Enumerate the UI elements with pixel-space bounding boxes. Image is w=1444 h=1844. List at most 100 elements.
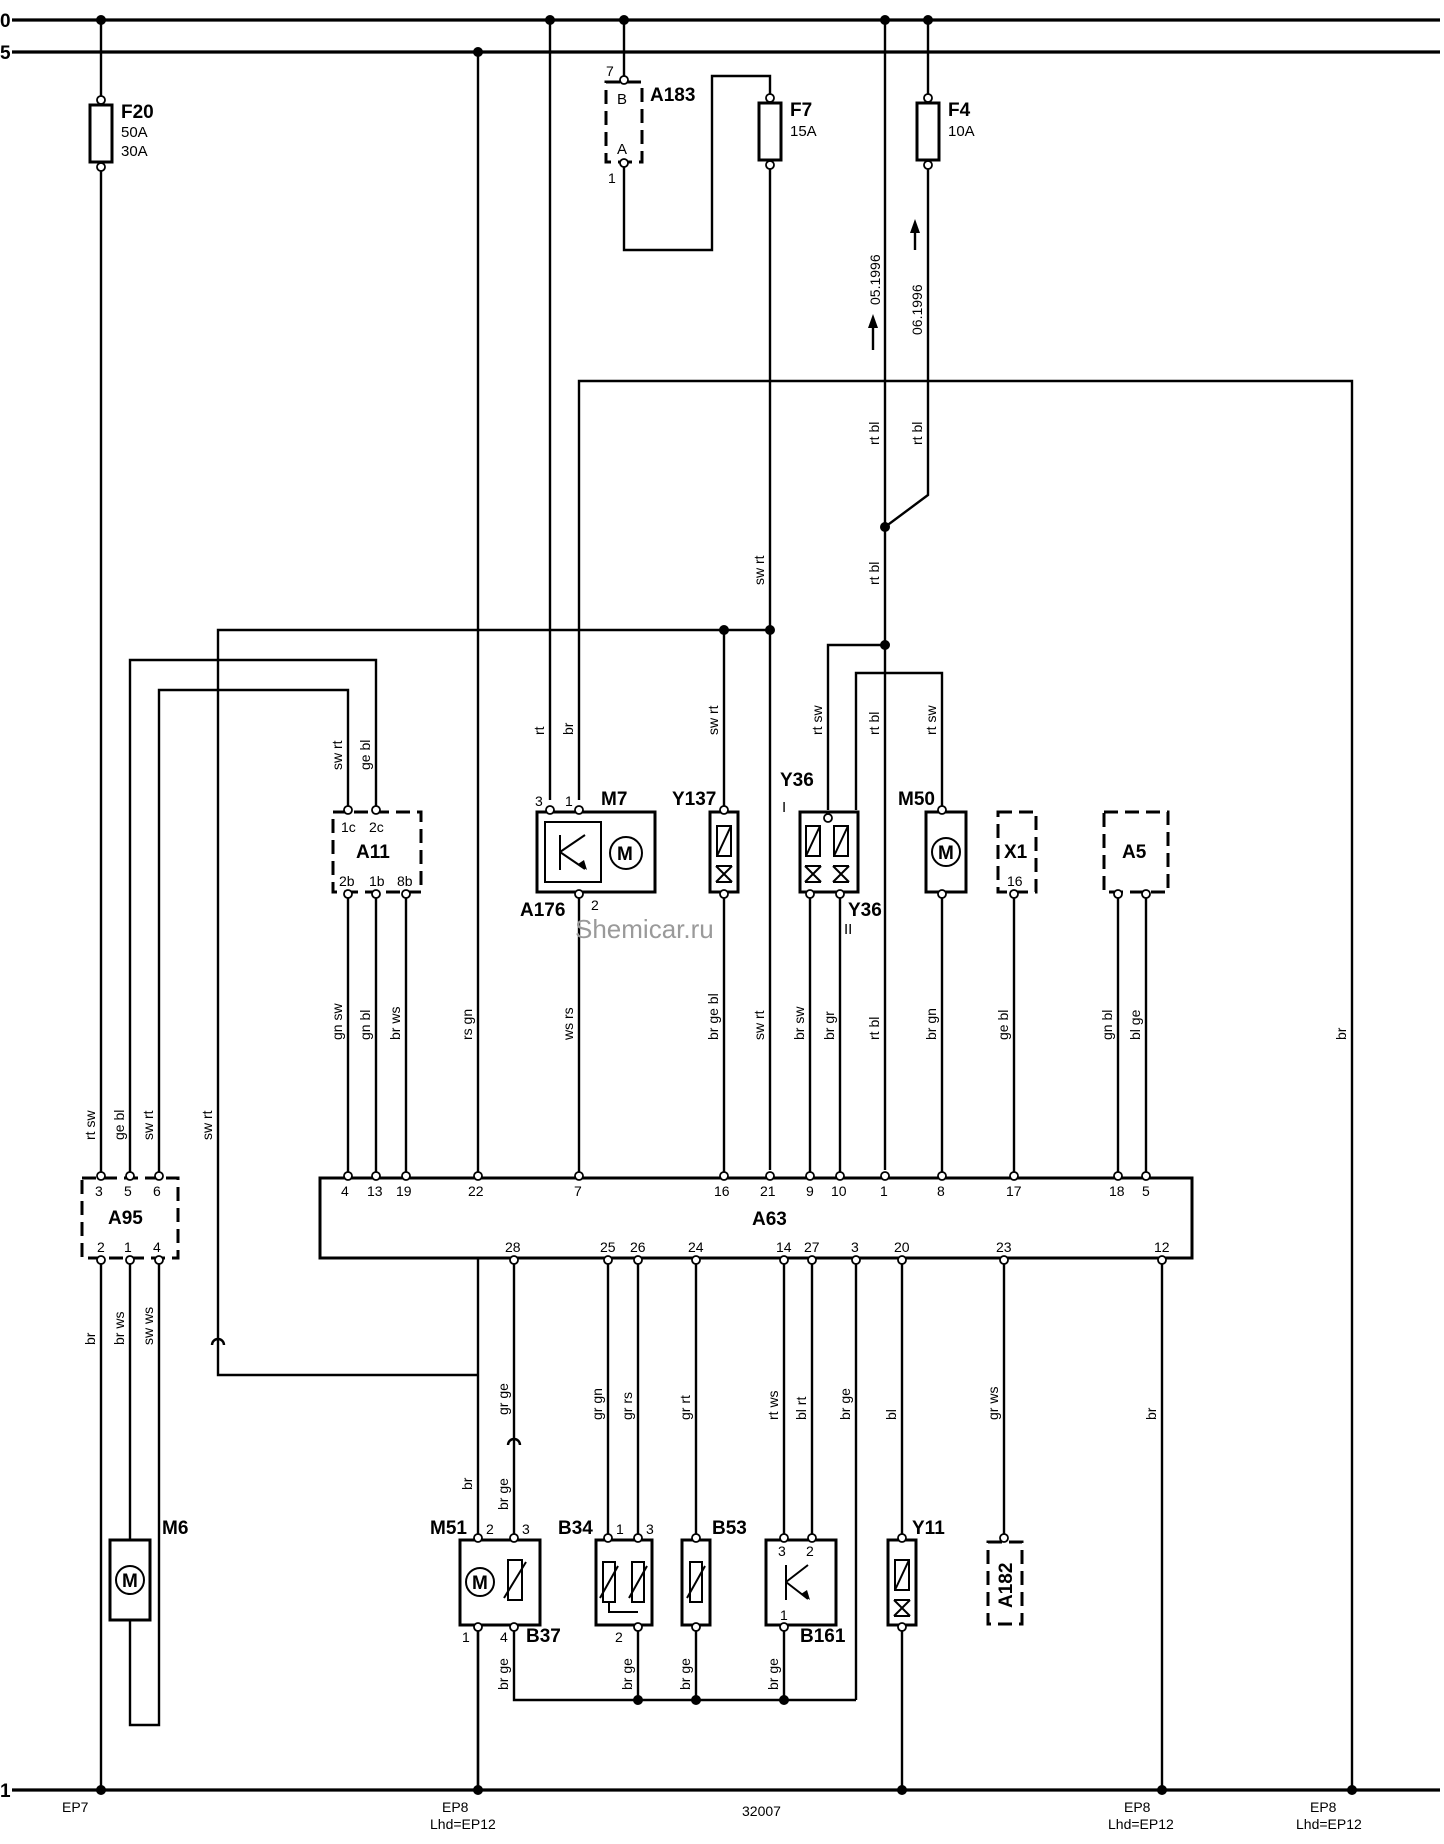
wire-color-labels: sw rt ge bl rt br sw rt sw rt rt sw rt b…: [82, 422, 1349, 1690]
a95-pin-3: 3: [95, 1183, 103, 1199]
a183-label: A183: [650, 85, 695, 106]
a95-pin-2: 2: [97, 1239, 105, 1255]
sensor-b53: B53: [680, 1518, 747, 1627]
m50-label: M50: [898, 789, 935, 810]
a95-pin-6: 6: [153, 1183, 161, 1199]
y36-label-lower: Y36: [848, 900, 882, 921]
b161-label: B161: [800, 1626, 846, 1647]
m51-pin-3: 3: [522, 1521, 530, 1537]
diagram-number: 32007: [742, 1803, 781, 1819]
svg-text:M: M: [122, 1571, 138, 1592]
a63-pin: 7: [574, 1183, 582, 1199]
m51-pin-1: 1: [462, 1629, 470, 1645]
wire-label: br gn: [923, 1008, 939, 1040]
a63-pin: 23: [996, 1239, 1012, 1255]
wire-label: rt sw: [809, 705, 825, 735]
svg-text:M: M: [472, 1573, 488, 1594]
a63-pin: 10: [831, 1183, 847, 1199]
wire-label: bl: [883, 1409, 899, 1420]
wire-label: br ws: [387, 1007, 403, 1040]
m7-pin-3: 3: [535, 793, 543, 809]
f7-label: F7: [790, 100, 812, 121]
wire-label: bl ge: [1127, 1009, 1143, 1040]
wire-label: rt bl: [909, 422, 925, 445]
a63-pin: 5: [1142, 1183, 1150, 1199]
f4-rating: 10A: [948, 123, 975, 140]
crossover-hump: [506, 1437, 522, 1446]
a63-pin: 26: [630, 1239, 646, 1255]
a183-pin-bottom: 1: [608, 170, 616, 186]
wire-label: sw rt: [705, 705, 721, 735]
a63-pin: 16: [714, 1183, 730, 1199]
a63-bottom-pins: 28 25 26 24 14 27 3 20 23 12: [505, 1239, 1170, 1255]
ground-ep8-a: EP8: [442, 1799, 469, 1815]
date-after: 06.1996: [909, 284, 925, 335]
a183-contact-b: B: [617, 91, 627, 108]
wire-label: ge bl: [995, 1010, 1011, 1040]
m51-pin-4: 4: [500, 1629, 508, 1645]
junctions: [96, 15, 1357, 1795]
a11-pin-2c: 2c: [369, 819, 384, 835]
wire-label: rt bl: [866, 422, 882, 445]
wire-label: sw rt: [751, 555, 767, 585]
a63-pin: 12: [1154, 1239, 1170, 1255]
x1-label: X1: [1004, 842, 1028, 863]
wire-label: br ge: [765, 1658, 781, 1690]
sensor-b34: B34 1 3 2: [558, 1518, 654, 1645]
wire-label: ws rs: [560, 1007, 576, 1041]
wire-label: br: [1333, 1027, 1349, 1040]
a63-pin: 3: [851, 1239, 859, 1255]
f20-label: F20: [121, 102, 154, 123]
fuse-f4: F4 10A: [915, 100, 975, 162]
rail-label-bottom: 1: [0, 1781, 11, 1802]
wire-label: rt sw: [82, 1110, 98, 1140]
a95-label: A95: [108, 1208, 143, 1229]
a11-pin-1c: 1c: [341, 819, 356, 835]
wire-label: gn bl: [1099, 1010, 1115, 1040]
wire-label: br: [560, 722, 576, 735]
wire-label: br ws: [111, 1312, 127, 1345]
a63-pin: 22: [468, 1183, 484, 1199]
a11-label: A11: [356, 842, 390, 863]
date-arrows: 05.1996 06.1996: [867, 219, 925, 350]
motor-m51: M M51 B37 2 3 1 4: [430, 1518, 561, 1647]
fuse-f20: F20 50A 30A: [88, 102, 154, 164]
a63-pin: 19: [396, 1183, 412, 1199]
wire-label: rt ws: [765, 1390, 781, 1420]
a63-pin: 9: [806, 1183, 814, 1199]
wire-label: sw rt: [199, 1110, 215, 1140]
ground-ep8-c: EP8: [1310, 1799, 1337, 1815]
wire-label: rt sw: [923, 705, 939, 735]
wire-label: sw ws: [140, 1307, 156, 1345]
valve-y11: Y11: [886, 1518, 945, 1627]
ground-ep8-b: EP8: [1124, 1799, 1151, 1815]
m7-pin-2: 2: [591, 897, 599, 913]
wire-label: gn bl: [357, 1010, 373, 1040]
wire-label: br: [82, 1332, 98, 1345]
valve-y36: Y36 I Y36 II: [780, 770, 882, 938]
ground-ep8-b-sub: Lhd=EP12: [1108, 1816, 1174, 1832]
wire-label: sw rt: [140, 1110, 156, 1140]
m51-label: M51: [430, 1518, 467, 1539]
b53-label: B53: [712, 1518, 747, 1539]
wire-label: ge bl: [357, 740, 373, 770]
control-unit-a63: A63 4 13 19 22 7 16 21 9 10 1 8 17 18 5 …: [318, 1176, 1194, 1260]
a95-pin-5: 5: [124, 1183, 132, 1199]
svg-text:M: M: [617, 844, 633, 865]
power-rails: 0 5 1: [0, 11, 1440, 1802]
date-before: 05.1996: [867, 254, 883, 305]
wire-label: sw rt: [751, 1010, 767, 1040]
sensor-b161: 3 2 1 B161: [764, 1538, 846, 1647]
wire-label: gn sw: [329, 1003, 345, 1040]
wire-label: gr rs: [619, 1392, 635, 1420]
crossover-hump: [210, 1337, 226, 1346]
y137-label: Y137: [672, 789, 716, 810]
f20-rating1: 50A: [121, 124, 148, 141]
wire-label: br ge: [495, 1658, 511, 1690]
m6-label: M6: [162, 1518, 188, 1539]
wire-label: ge bl: [111, 1110, 127, 1140]
valve-y137: Y137: [672, 789, 740, 894]
wires: [99, 20, 1354, 1790]
m51-pin-2: 2: [486, 1521, 494, 1537]
